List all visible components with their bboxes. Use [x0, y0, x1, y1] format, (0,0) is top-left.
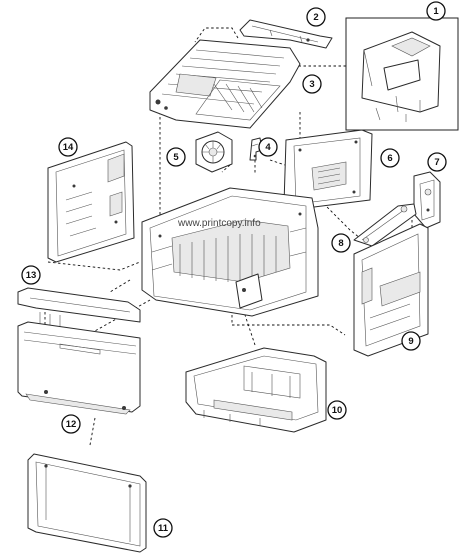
leader-part-11	[89, 417, 96, 446]
cooling-fan	[195, 131, 233, 173]
right-rear-bracket	[413, 171, 441, 229]
callout-ring	[331, 233, 351, 253]
callout-ring	[306, 7, 326, 27]
callout-number: 10	[332, 405, 343, 416]
callout-ring	[153, 518, 173, 538]
callout-ring	[427, 152, 447, 172]
front-cover	[17, 321, 141, 415]
callout-ring	[380, 148, 400, 168]
callout-ring	[61, 414, 81, 434]
callout-ring	[327, 400, 347, 420]
callout-13: 13	[21, 265, 41, 285]
callout-7: 7	[427, 152, 447, 172]
printer-frame	[141, 187, 319, 317]
operator-panel-assembly	[345, 17, 459, 131]
leader-left-cover	[47, 261, 141, 271]
callout-number: 13	[26, 270, 37, 281]
callout-ring	[258, 137, 278, 157]
callout-12: 12	[61, 414, 81, 434]
left-side-cover	[47, 141, 135, 263]
callout-4: 4	[258, 137, 278, 157]
callout-number: 7	[434, 157, 439, 168]
callout-11: 11	[153, 518, 173, 538]
leader-part-8	[319, 199, 361, 239]
callout-number: 2	[313, 12, 318, 23]
leader-bezel	[109, 279, 131, 293]
callout-ring	[166, 147, 186, 167]
callout-ring	[302, 74, 322, 94]
callout-number: 3	[309, 79, 314, 90]
callout-8: 8	[331, 233, 351, 253]
duplex-top-assembly	[149, 39, 301, 129]
callout-6: 6	[380, 148, 400, 168]
sensor-bracket	[249, 137, 263, 161]
leader-cover-top	[194, 27, 239, 43]
callout-number: 9	[408, 336, 413, 347]
right-side-cover	[353, 223, 429, 357]
paper-tray	[185, 347, 327, 433]
callout-ring	[58, 137, 78, 157]
watermark-text: www.printcopy.info	[177, 218, 261, 229]
callout-14: 14	[58, 137, 78, 157]
callout-10: 10	[327, 400, 347, 420]
callout-5: 5	[166, 147, 186, 167]
callout-number: 5	[173, 152, 179, 163]
callout-number: 8	[338, 238, 343, 249]
callout-ring	[426, 1, 446, 21]
callout-number: 14	[63, 142, 74, 153]
callout-number: 12	[66, 419, 77, 430]
callout-number: 11	[158, 523, 169, 534]
callout-number: 6	[387, 153, 392, 164]
callout-ring	[21, 265, 41, 285]
rear-plate	[27, 453, 147, 553]
callout-number: 1	[433, 6, 439, 17]
callout-9: 9	[401, 331, 421, 351]
top-cover-strip	[239, 19, 333, 49]
callout-2: 2	[306, 7, 326, 27]
hinge-bar	[353, 203, 417, 247]
callout-1: 1	[426, 1, 446, 21]
callout-number: 4	[265, 142, 271, 153]
callout-3: 3	[302, 74, 322, 94]
callout-ring	[401, 331, 421, 351]
